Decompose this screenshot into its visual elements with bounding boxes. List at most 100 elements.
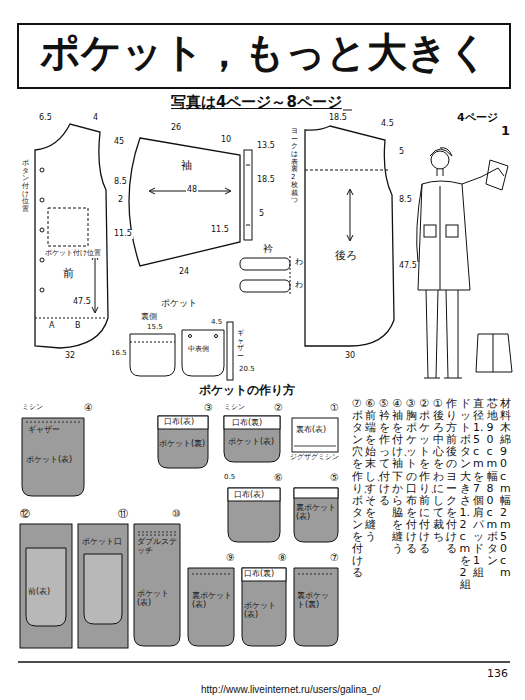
step-note: 口布(表) (234, 491, 278, 500)
stitch-line (26, 422, 80, 423)
dimension-label: 47.5 (72, 298, 92, 307)
dimension-label: 4.5 (210, 319, 223, 327)
pattern-stroke (18, 661, 510, 663)
pattern-stroke (424, 378, 462, 379)
pattern-stroke (130, 334, 175, 376)
fabric-shape (158, 416, 208, 429)
step-panel: ⑤裏ポケット(表) (292, 472, 342, 547)
step-note: ギャザー (28, 426, 78, 435)
pattern-stroke (246, 165, 250, 166)
note-text: ヨークは表裏2枚裁つ (291, 128, 298, 205)
dimension-label: 47.5 (398, 262, 418, 271)
pattern-stroke (40, 288, 44, 292)
pattern-stroke (418, 181, 470, 290)
pocket-shape (294, 568, 338, 646)
pattern-stroke (182, 330, 224, 376)
dimension-label: 24 (178, 268, 190, 277)
pattern-stroke (305, 126, 394, 346)
step-number: ⑫ (20, 508, 32, 519)
pattern-stroke (350, 190, 351, 240)
stitch-line (294, 446, 336, 447)
dimension-label: B (74, 322, 82, 331)
dimension-label: 48 (186, 186, 198, 195)
fabric-shape (78, 524, 128, 648)
step-number: ⑧ (278, 552, 290, 563)
pattern-stroke (430, 148, 452, 156)
pocket-shape (26, 548, 66, 626)
note-text: ギャザー (237, 330, 244, 361)
dimension-label: 4ページ (456, 112, 499, 124)
pocket-shape (22, 418, 84, 496)
fabric-shape (242, 568, 286, 581)
fabric-shape (228, 488, 280, 501)
note-text: 直径1.5cmを7個 肩パッド1組 (473, 398, 484, 579)
back-piece (305, 126, 394, 346)
pattern-stroke (240, 258, 290, 270)
pattern-stroke (424, 225, 436, 237)
step-note: ポケット口 (82, 538, 122, 547)
step-note: 口布(裏) (244, 570, 284, 579)
dimension-label: 5 (398, 148, 405, 157)
step-number: ① (330, 402, 342, 413)
step-panel: ③口布(表)ポケット(裏) (150, 402, 216, 472)
pattern-stroke (305, 170, 388, 171)
dimension-label: 16.5 (110, 350, 128, 358)
pattern-stroke (95, 255, 96, 312)
step-drawing (76, 508, 130, 652)
pattern-stroke (130, 342, 175, 343)
dimension-label: ポケット付け位置 (44, 250, 102, 258)
step-panel: ④ミシンギャザーポケット(表) (18, 402, 98, 502)
pattern-stroke (40, 198, 44, 202)
step-number: ⑦ (330, 552, 342, 563)
note-text: ③胸ポケットの口布を付ける (406, 398, 417, 555)
frames (18, 24, 510, 662)
dimension-label: 写真は4ページ～8ページ (170, 94, 343, 111)
step-note: 口布(表) (164, 418, 206, 427)
step-note: 裏ポケット(裏) (297, 592, 335, 610)
dimension-label: 1 (500, 124, 511, 138)
collar-piece (240, 256, 290, 294)
pattern-stroke (246, 225, 250, 226)
dimension-label: 13.5 (256, 142, 276, 151)
dimension-label: ポケットの作り方 (198, 384, 296, 397)
pattern-stroke (417, 184, 422, 262)
fabric-shape (294, 488, 338, 498)
step-panel: ⑪ポケット口 (76, 508, 130, 652)
stitch-line (192, 574, 230, 575)
pattern-stroke (18, 24, 510, 88)
pocket-shape (188, 568, 234, 646)
pattern-stroke (290, 256, 291, 294)
dimension-label: 4.5 (380, 120, 395, 129)
pattern-stroke (48, 208, 88, 246)
dimension-label: 5 (258, 210, 265, 219)
pattern-stroke (426, 290, 458, 378)
note-text: 材料 木綿90cm幅2m50cm (500, 398, 511, 579)
dimension-label: 30 (344, 352, 356, 361)
dimension-label: 6.5 (38, 114, 53, 123)
pattern-stroke (437, 169, 443, 176)
note-text: ドットボタン大きさ1.2cmを2組 (460, 398, 471, 592)
step-note: 口布(裏) (232, 419, 278, 428)
pattern-stroke (476, 334, 512, 372)
dimension-label: 裏側 (140, 313, 158, 322)
pattern-stroke (493, 334, 494, 372)
step-drawing (132, 508, 184, 652)
pocket-shape (224, 416, 280, 462)
dimension-label: 32 (64, 352, 76, 361)
pocket-shape (84, 554, 122, 624)
step-panel: ⑥0.5口布(表) (222, 472, 286, 547)
pocket-pieces (130, 322, 233, 380)
step-number: ③ (204, 402, 216, 413)
fabric-shape (292, 418, 338, 452)
step-note: ポケット(表) (244, 602, 284, 620)
note-text: ⑥前端を始末し、すそを縫う (365, 398, 376, 543)
dimension-label: 20.5 (238, 366, 256, 374)
pattern-stroke (35, 318, 106, 319)
step-panel: ⑫前(表) (18, 508, 74, 652)
pattern-stroke (446, 225, 458, 237)
note-text: 作り方 前後のヨークを付ける (446, 398, 457, 555)
pattern-stroke (462, 168, 504, 184)
pattern-stroke (35, 124, 108, 348)
stitch-line (138, 532, 176, 533)
